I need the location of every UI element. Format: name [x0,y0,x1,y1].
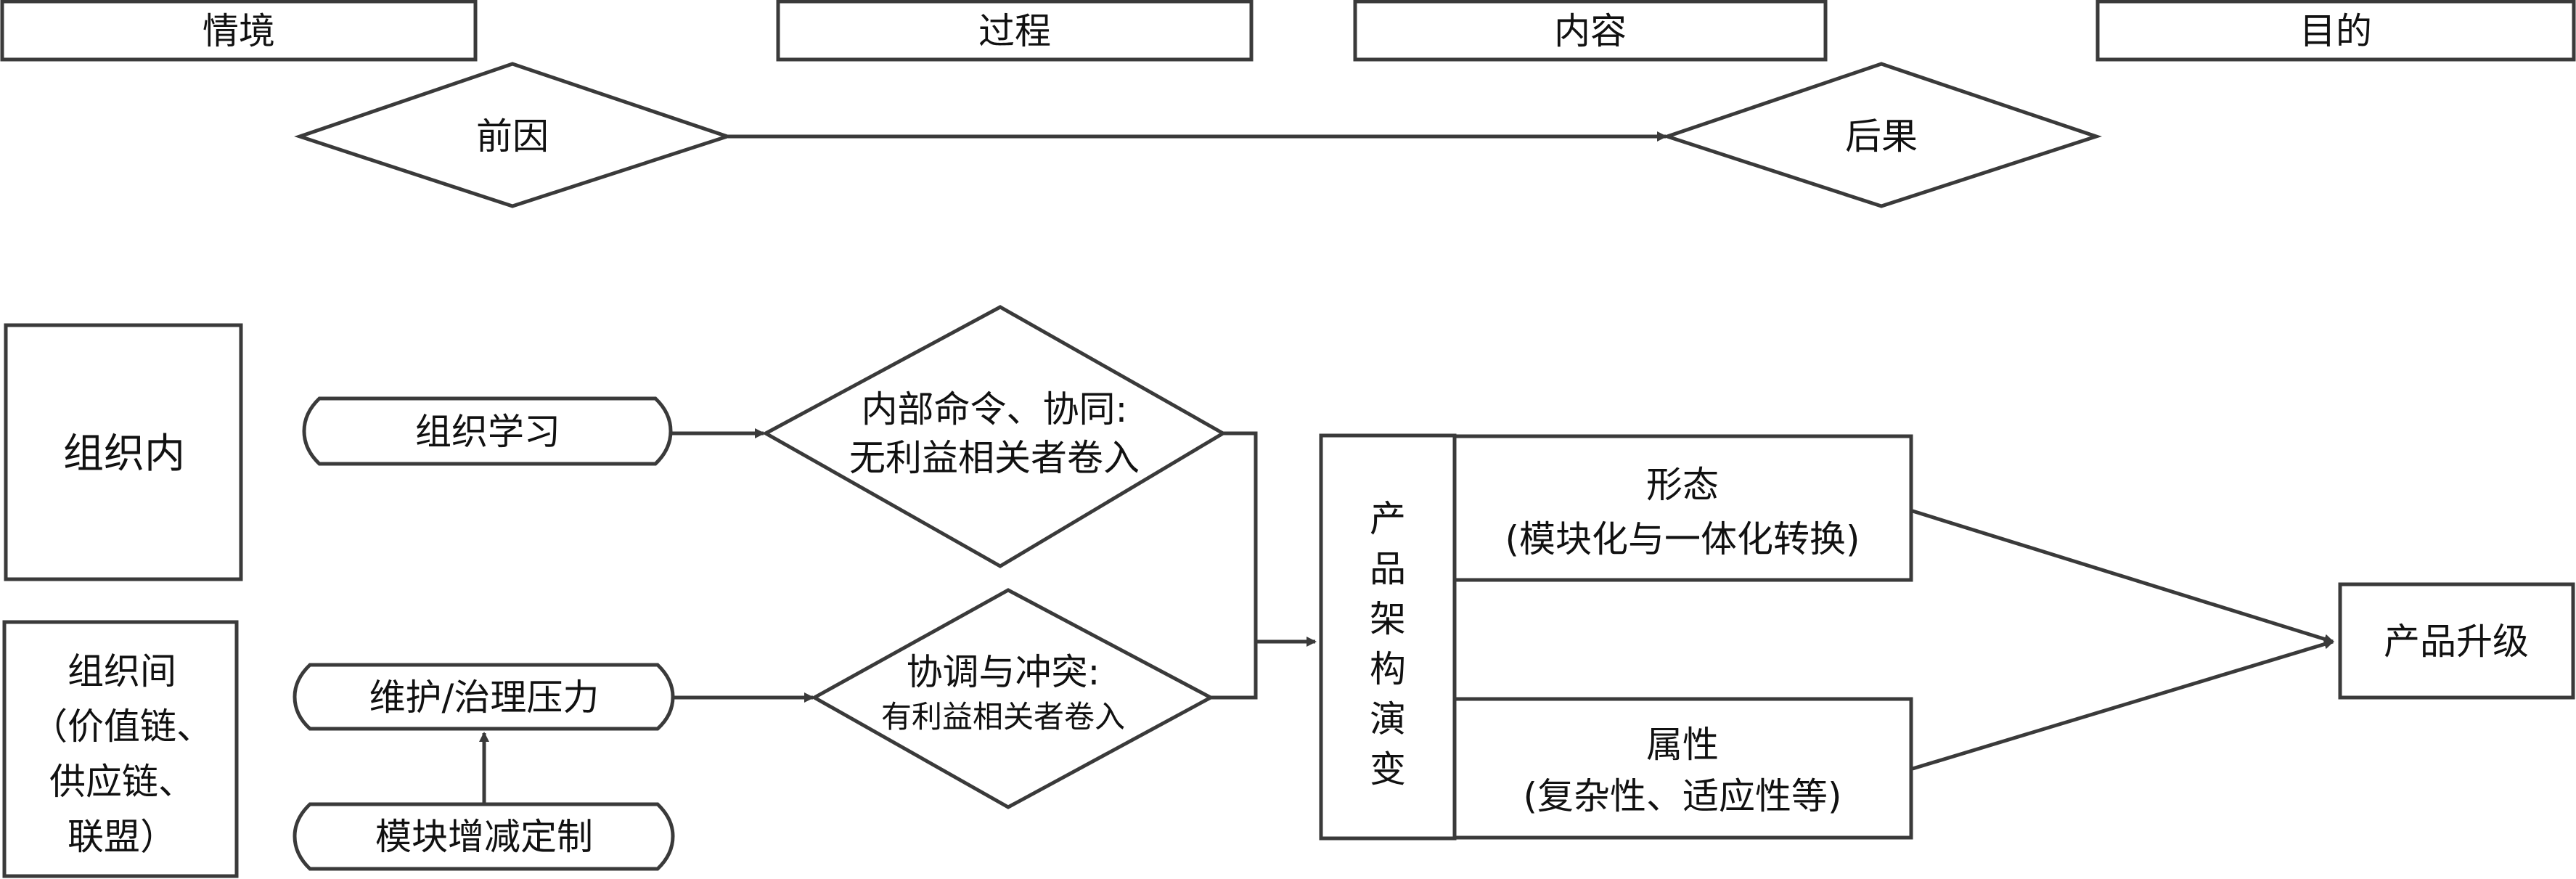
architecture-evolution-char-2: 品 [1370,548,1406,590]
architecture-evolution-char-3: 架 [1370,598,1406,640]
architecture-evolution-char-5: 演 [1370,698,1406,740]
external-coordination-line-2: 有利益相关者卷入 [881,699,1125,735]
inter-org-label-line-1: 组织间 [68,650,176,692]
header-situation: 情境 [0,0,478,62]
inter-org-label-line-4: 联盟） [68,816,176,858]
header-content-label: 内容 [1554,10,1627,52]
maintenance-pressure-label: 维护/治理压力 [369,676,600,719]
antecedent-diamond: 前因 [294,62,733,208]
maintenance-pressure-pill: 维护/治理压力 [293,663,675,731]
header-process: 过程 [776,0,1254,62]
process-merge-connector [1211,431,1258,700]
product-upgrade-label: 产品升级 [2384,621,2529,663]
intra-org-box: 组织内 [4,323,243,581]
header-purpose-label: 目的 [2299,10,2372,52]
inter-org-label-line-3: 供应链、 [49,761,195,803]
module-customization-pill: 模块增减定制 [293,802,675,871]
module-customization-label: 模块增减定制 [375,816,593,858]
attribute-to-upgrade-arrow [1912,639,2334,771]
internal-coordination-line-2: 无利益相关者卷入 [849,437,1140,479]
attribute-box: 属性 (复杂性、适应性等) [1452,697,1913,840]
header-situation-label: 情境 [203,10,275,52]
external-coordination-diamond: 协调与冲突: 有利益相关者卷入 [810,588,1215,809]
internal-coordination-diamond: 内部命令、协同: 无利益相关者卷入 [761,305,1227,568]
form-detail: (模块化与一体化转换) [1505,518,1860,560]
inter-org-label-line-2: （价值链、 [31,706,213,748]
header-purpose: 目的 [2095,0,2576,62]
inter-org-box: 组织间 （价值链、 供应链、 联盟） [2,620,239,878]
header-content: 内容 [1353,0,1828,62]
architecture-evolution-char-4: 构 [1370,648,1406,690]
form-box: 形态 (模块化与一体化转换) [1452,434,1913,582]
product-upgrade-box: 产品升级 [2338,582,2575,700]
form-to-upgrade-arrow [1912,509,2334,645]
consequence-diamond: 后果 [1661,62,2102,208]
external-coordination-line-1: 协调与冲突: [907,651,1100,693]
form-title: 形态 [1646,464,1719,506]
antecedent-label: 前因 [476,115,549,158]
org-learning-label: 组织学习 [415,411,560,453]
org-learning-pill: 组织学习 [302,396,673,466]
attribute-title: 属性 [1646,724,1719,766]
intra-org-label: 组织内 [63,430,185,478]
internal-coordination-line-1: 内部命令、协同: [862,388,1128,430]
attribute-detail: (复杂性、适应性等) [1523,775,1841,817]
architecture-evolution-char-6: 变 [1370,748,1406,790]
architecture-evolution-box: 产 品 架 构 演 变 [1319,433,1457,841]
consequence-label: 后果 [1845,115,1918,158]
header-process-label: 过程 [978,10,1051,52]
architecture-evolution-char-1: 产 [1370,498,1406,540]
